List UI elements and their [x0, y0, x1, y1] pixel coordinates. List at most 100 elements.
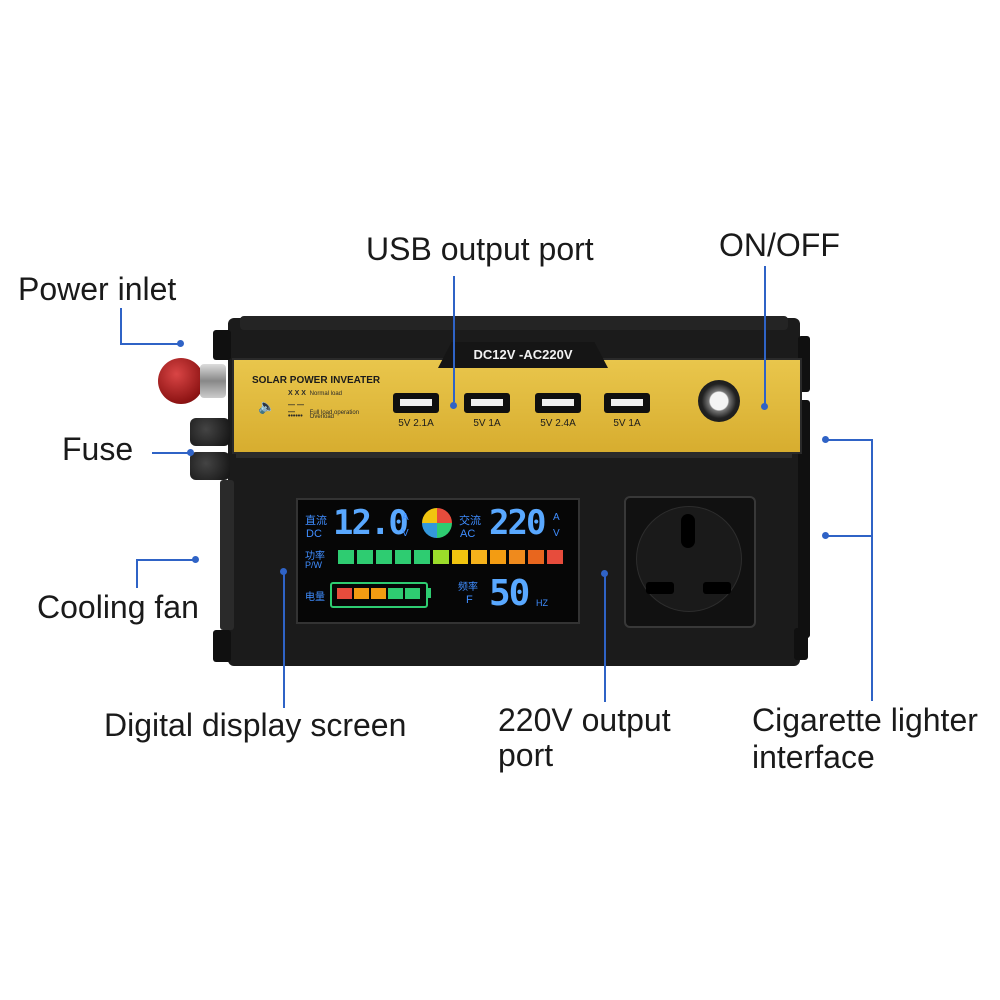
leader-usb: [453, 276, 455, 402]
side-fin-left-1: [213, 330, 231, 360]
lcd-ac-unit-a: A: [553, 512, 560, 523]
usb-port-1[interactable]: [393, 393, 439, 413]
usb-port-2[interactable]: [464, 393, 510, 413]
power-bar-segment: [414, 550, 430, 564]
leader-on-off: [764, 266, 766, 404]
power-bar-segment: [395, 550, 411, 564]
lcd-dc-value: 12.0: [333, 503, 409, 543]
leader-display: [283, 572, 285, 708]
power-bar-segment: [357, 550, 373, 564]
lcd-ac-label-en: AC: [460, 528, 476, 540]
side-fin-left-2: [213, 630, 231, 662]
power-bar-segment: [547, 550, 563, 564]
leader-cooling-fan-h: [136, 559, 194, 561]
power-bar-segment: [338, 550, 354, 564]
legend-text: Normal load: [309, 391, 343, 397]
legend-symbol: ••••••: [288, 413, 303, 420]
leader-dot: [192, 556, 199, 563]
callout-ac-output-line1: 220V output: [498, 702, 671, 738]
power-bar-segment: [433, 550, 449, 564]
fan-status-icon: [422, 508, 452, 538]
leader-dot: [761, 403, 768, 410]
usb-port-4[interactable]: [604, 393, 650, 413]
callout-cig-lighter-line1: Cigarette lighter: [752, 702, 978, 738]
battery-segment: [354, 588, 369, 599]
lower-body-edge: [236, 454, 792, 458]
lcd-dc-label-en: DC: [306, 528, 322, 540]
legend-row-normal: X X X Normal load: [288, 390, 342, 397]
brand-label: SOLAR POWER INVEATER: [252, 375, 381, 386]
lcd-freq-value: 50: [489, 573, 530, 614]
leader-dot: [601, 570, 608, 577]
lcd-battery-label-cn: 电量: [305, 592, 325, 603]
leader-cooling-fan-v: [136, 560, 138, 588]
housing-top-bevel: [240, 316, 788, 330]
leader-dot: [280, 568, 287, 575]
callout-fuse: Fuse: [62, 431, 134, 467]
socket-hole-top: [681, 514, 695, 548]
callout-cooling-fan: Cooling fan: [37, 589, 199, 625]
callout-usb-output-port: USB output port: [366, 231, 594, 267]
leader-dot: [822, 532, 829, 539]
callout-ac-output-line2: port: [498, 737, 554, 773]
power-bar-segment: [452, 550, 468, 564]
lcd-ac-value: 220: [489, 503, 546, 543]
lcd-dc-unit-a: A: [402, 512, 409, 523]
power-bar-segment: [528, 550, 544, 564]
side-fin-right-3: [794, 628, 808, 660]
socket-hole-left: [646, 582, 674, 594]
usb-port-label: 5V 1A: [473, 418, 501, 429]
legend-text: Overload: [309, 414, 335, 420]
callout-cig-lighter-line2: interface: [752, 739, 875, 775]
legend-row-full: — — — Full load operation: [288, 402, 359, 416]
leader-dot: [822, 436, 829, 443]
leader-dot: [177, 340, 184, 347]
lcd-freq-label-cn: 频率: [458, 582, 478, 593]
lcd-power-label-cn: 功率: [305, 551, 325, 562]
leader-dot: [450, 402, 457, 409]
power-inlet-terminal[interactable]: [150, 358, 230, 404]
lcd-ac-label-cn: 交流: [459, 515, 481, 527]
lcd-freq-label-en: F: [466, 594, 473, 606]
battery-segment: [405, 588, 420, 599]
leader-fuse: [152, 452, 190, 454]
socket-face: [636, 506, 742, 612]
lcd-ac-unit-v: V: [553, 528, 560, 539]
power-button[interactable]: [698, 380, 740, 422]
power-bar-segment: [509, 550, 525, 564]
leader-cig-mid-h: [826, 535, 872, 537]
lcd-freq-unit: HZ: [536, 598, 548, 608]
model-label: DC12V -AC220V: [438, 342, 608, 368]
legend-symbol: — — —: [288, 402, 304, 416]
battery-segment: [388, 588, 403, 599]
cooling-fan-grille: [220, 480, 234, 630]
speaker-icon: 🔈: [258, 398, 276, 414]
callout-on-off: ON/OFF: [719, 227, 840, 263]
leader-power-inlet-v: [120, 308, 122, 344]
usb-port-3[interactable]: [535, 393, 581, 413]
battery-tip: [427, 588, 431, 598]
leader-power-inlet-h: [120, 343, 178, 345]
power-bar-segment: [471, 550, 487, 564]
leader-cig-v: [871, 439, 873, 701]
legend-symbol: X X X: [288, 390, 306, 397]
power-bar-segment: [376, 550, 392, 564]
legend-text: Full load operation: [309, 410, 360, 416]
fuse-holder-1[interactable]: [190, 418, 230, 446]
fuse-holder-2[interactable]: [190, 452, 230, 480]
lcd-dc-unit-v: V: [402, 528, 409, 539]
leader-cig-top-h: [826, 439, 872, 441]
battery-segment: [337, 588, 352, 599]
legend-row-overload: •••••• Overload: [288, 413, 334, 420]
usb-port-label: 5V 2.4A: [540, 418, 576, 429]
leader-dot: [187, 449, 194, 456]
usb-port-label: 5V 2.1A: [398, 418, 434, 429]
callout-power-inlet: Power inlet: [18, 271, 177, 307]
callout-digital-display-screen: Digital display screen: [104, 707, 407, 743]
leader-ac-output: [604, 574, 606, 702]
side-fin-right-2: [798, 400, 810, 638]
lcd-dc-label-cn: 直流: [305, 515, 327, 527]
usb-port-label: 5V 1A: [613, 418, 641, 429]
lcd-power-label-en: P/W: [305, 560, 322, 570]
power-bar-segment: [490, 550, 506, 564]
